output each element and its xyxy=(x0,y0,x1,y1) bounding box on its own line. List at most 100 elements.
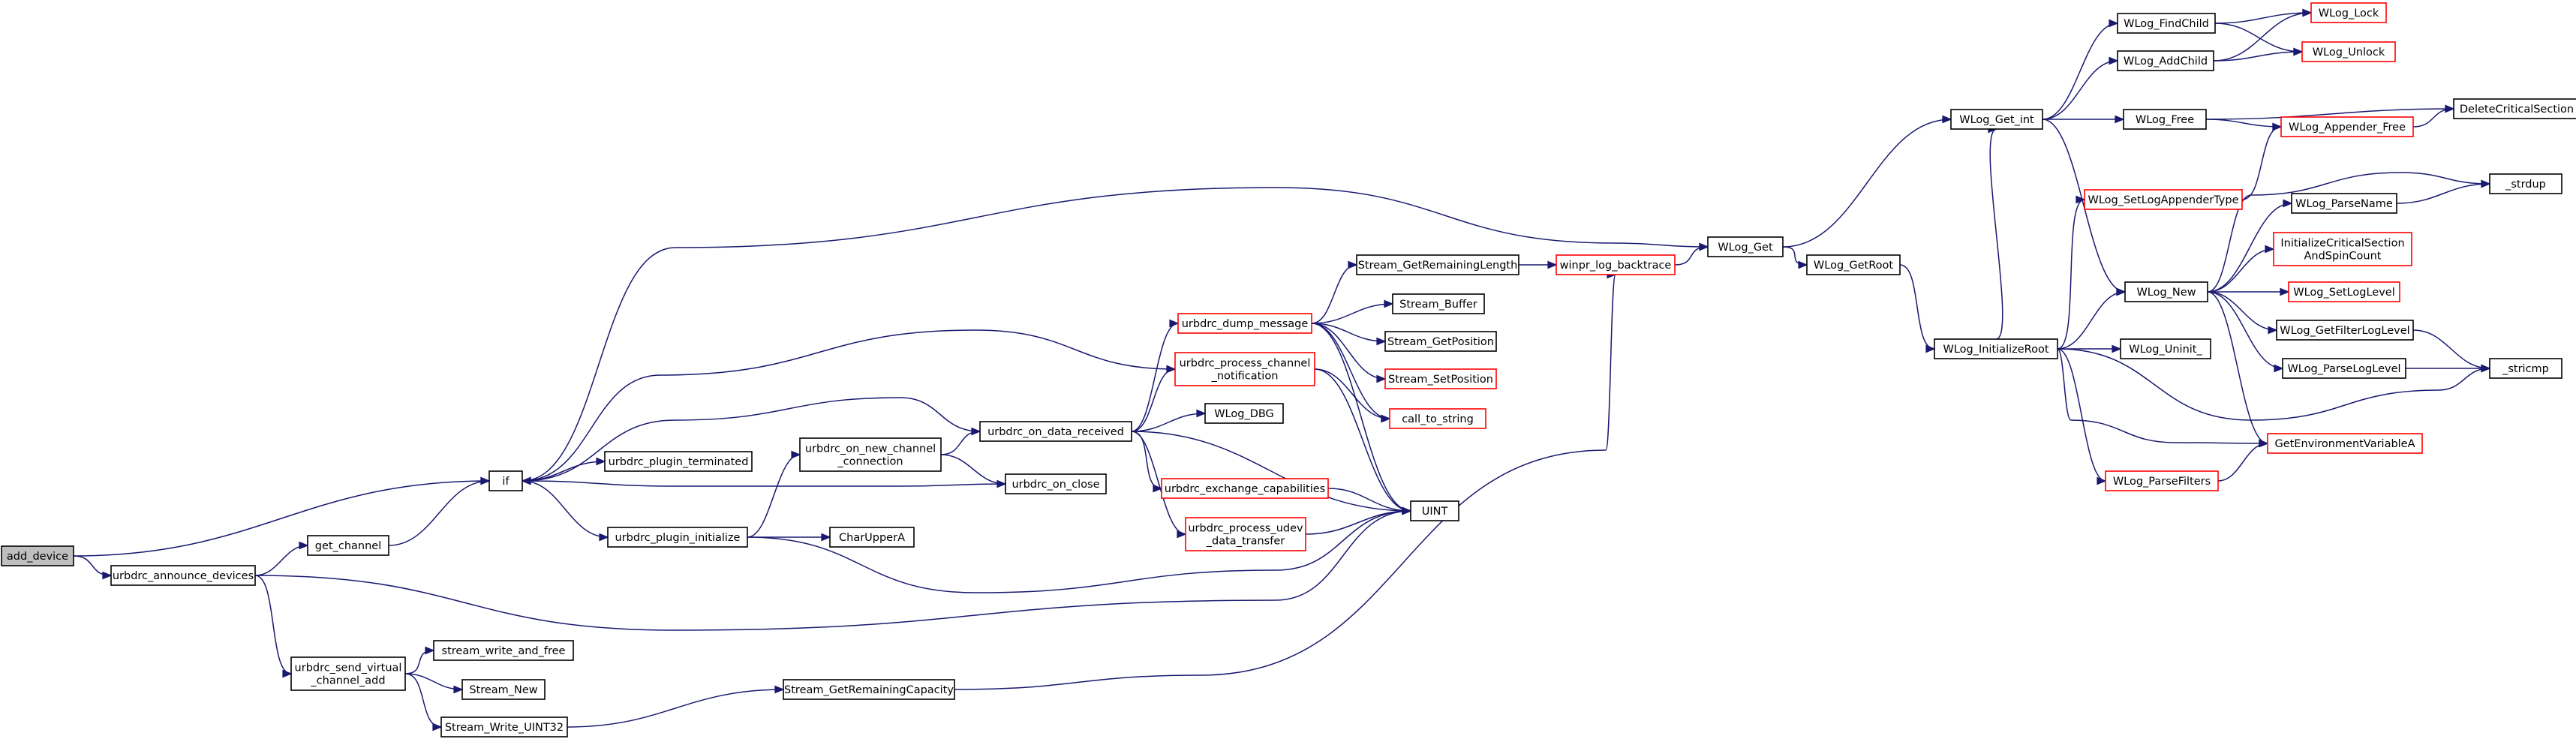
edge-urbdrc-on-data-received-to-urbdrc-dump-message xyxy=(1131,319,1180,432)
node-label: urbdrc_plugin_initialize xyxy=(615,532,741,544)
node-wlog-new[interactable]: WLog_New xyxy=(2124,281,2208,302)
node-char-upper-a[interactable]: CharUpperA xyxy=(829,527,915,548)
node-wlog-get-root[interactable]: WLog_GetRoot xyxy=(1806,254,1901,275)
edge-urbdrc-on-data-received-to-wlog-dbg xyxy=(1131,409,1207,432)
node-urbdrc-send-virtual-channel-add[interactable]: urbdrc_send_virtual_channel_add xyxy=(290,656,406,691)
node-label: Stream_Buffer xyxy=(1399,299,1477,311)
node-stream-buffer[interactable]: Stream_Buffer xyxy=(1392,293,1485,314)
node-stream-get-remaining-length[interactable]: Stream_GetRemainingLength xyxy=(1356,254,1519,275)
node-uint[interactable]: UINT xyxy=(1410,500,1459,521)
node-label: WLog_DBG xyxy=(1214,408,1274,420)
node-box xyxy=(2267,433,2423,454)
edge-wlog-get-to-wlog-get-root xyxy=(1782,246,1808,269)
node-stream-write-and-free[interactable]: stream_write_and_free xyxy=(433,640,574,661)
node-label: UINT xyxy=(1422,506,1448,518)
node-wlog-free[interactable]: WLog_Free xyxy=(2123,109,2207,130)
node-stream-get-remaining-capacity[interactable]: Stream_GetRemainingCapacity xyxy=(783,679,955,700)
node-stricmp[interactable]: _stricmp xyxy=(2489,358,2562,379)
node-wlog-parse-log-level[interactable]: WLog_ParseLogLevel xyxy=(2282,358,2406,379)
edge-urbdrc-on-data-received-to-urbdrc-process-channel-notification xyxy=(1131,365,1177,432)
node-label: _strdup xyxy=(2505,179,2546,191)
node-wlog-get[interactable]: WLog_Get xyxy=(1707,236,1784,257)
node-box xyxy=(433,640,574,661)
node-box xyxy=(2301,41,2396,62)
edge-urbdrc-send-virtual-channel-add-to-stream-new xyxy=(404,673,464,694)
node-label: urbdrc_on_new_channel xyxy=(805,443,936,455)
node-box xyxy=(2282,358,2406,379)
node-box xyxy=(2489,358,2562,379)
node-stream-get-position[interactable]: Stream_GetPosition xyxy=(1384,331,1497,352)
node-wlog-unlock[interactable]: WLog_Unlock xyxy=(2301,41,2396,62)
node-wlog-appender-free[interactable]: WLog_Appender_Free xyxy=(2280,116,2414,137)
node-wlog-add-child[interactable]: WLog_AddChild xyxy=(2117,50,2214,71)
node-label: _notification xyxy=(1211,371,1279,383)
node-urbdrc-announce-devices[interactable]: urbdrc_announce_devices xyxy=(110,565,256,586)
edge-stream-get-remaining-length-to-winpr-log-backtrace xyxy=(1519,260,1558,269)
edge-wlog-get-int-to-wlog-free xyxy=(2042,115,2125,124)
node-label: WLog_Get xyxy=(1718,242,1773,254)
node-label: WLog_GetRoot xyxy=(1814,260,1893,272)
node-call-to-string[interactable]: call_to_string xyxy=(1389,408,1486,429)
edge-wlog-new-to-wlog-parse-log-level xyxy=(2207,291,2284,373)
edge-urbdrc-dump-message-to-uint xyxy=(1311,323,1412,515)
edge-urbdrc-process-udev-data-transfer-to-uint xyxy=(1305,506,1412,535)
node-winpr-log-backtrace[interactable]: winpr_log_backtrace xyxy=(1556,254,1676,275)
node-get-channel[interactable]: get_channel xyxy=(307,535,389,556)
node-strdup[interactable]: _strdup xyxy=(2489,173,2562,194)
node-urbdrc-process-udev-data-transfer[interactable]: urbdrc_process_udev_data_transfer xyxy=(1185,517,1306,551)
edge-winpr-log-backtrace-to-wlog-get xyxy=(1674,242,1709,266)
node-label: WLog_Unlock xyxy=(2313,47,2385,59)
node-urbdrc-exchange-capabilities[interactable]: urbdrc_exchange_capabilities xyxy=(1161,478,1329,499)
node-wlog-initialize-root[interactable]: WLog_InitializeRoot xyxy=(1934,338,2058,359)
node-stream-new[interactable]: Stream_New xyxy=(461,679,546,700)
node-label: CharUpperA xyxy=(839,532,905,544)
edge-urbdrc-dump-message-to-stream-get-remaining-length xyxy=(1311,260,1358,324)
edge-wlog-get-int-to-wlog-add-child xyxy=(2042,56,2119,120)
node-stream-set-position[interactable]: Stream_SetPosition xyxy=(1384,368,1497,389)
node-urbdrc-dump-message[interactable]: urbdrc_dump_message xyxy=(1177,313,1312,334)
node-label: GetEnvironmentVariableA xyxy=(2274,438,2415,450)
node-box xyxy=(1384,368,1497,389)
node-wlog-set-log-level[interactable]: WLog_SetLogLevel xyxy=(2288,281,2400,302)
node-box xyxy=(2489,173,2562,194)
node-label: WLog_Get_int xyxy=(1959,114,2034,126)
node-urbdrc-process-channel-notification[interactable]: urbdrc_process_channel_notification xyxy=(1174,352,1315,386)
edge-urbdrc-announce-devices-to-get-channel xyxy=(254,541,309,576)
node-urbdrc-on-data-received[interactable]: urbdrc_on_data_received xyxy=(979,421,1132,442)
node-wlog-set-log-appender-type[interactable]: WLog_SetLogAppenderType xyxy=(2084,189,2243,210)
node-wlog-lock[interactable]: WLog_Lock xyxy=(2310,2,2387,23)
node-label: WLog_Lock xyxy=(2319,8,2379,20)
edge-wlog-new-to-wlog-parse-name xyxy=(2207,199,2293,293)
node-urbdrc-on-close[interactable]: urbdrc_on_close xyxy=(1005,473,1107,494)
edge-urbdrc-on-new-channel-connection-to-urbdrc-on-close xyxy=(940,454,1007,488)
node-add-device[interactable]: add_device xyxy=(1,545,74,566)
node-urbdrc-plugin-terminated[interactable]: urbdrc_plugin_terminated xyxy=(604,451,753,472)
node-get-environment-variable-a[interactable]: GetEnvironmentVariableA xyxy=(2267,433,2423,454)
node-label: _stricmp xyxy=(2502,363,2549,375)
node-wlog-uninit-[interactable]: WLog_Uninit_ xyxy=(2120,338,2211,359)
edge-urbdrc-send-virtual-channel-add-to-stream-write-uint32 xyxy=(404,673,443,731)
node-box xyxy=(1384,331,1497,352)
node-box xyxy=(1556,254,1676,275)
node-box xyxy=(607,527,748,548)
node-wlog-get-filter-log-level[interactable]: WLog_GetFilterLogLevel xyxy=(2276,320,2414,341)
node-urbdrc-on-new-channel-connection[interactable]: urbdrc_on_new_channel_connection xyxy=(799,437,942,472)
node-if[interactable]: if xyxy=(488,470,523,491)
node-label: Stream_GetRemainingCapacity xyxy=(784,684,954,696)
node-box xyxy=(2310,2,2387,23)
edge-stream-write-uint32-to-stream-get-remaining-capacity xyxy=(567,685,785,728)
node-delete-critical-section[interactable]: DeleteCriticalSection xyxy=(2453,98,2576,119)
node-wlog-get-int[interactable]: WLog_Get_int xyxy=(1950,109,2043,130)
node-wlog-parse-filters[interactable]: WLog_ParseFilters xyxy=(2105,470,2219,491)
node-label: urbdrc_exchange_capabilities xyxy=(1165,483,1325,495)
node-stream-write-uint32[interactable]: Stream_Write_UINT32 xyxy=(440,716,568,737)
node-wlog-parse-name[interactable]: WLog_ParseName xyxy=(2291,193,2397,214)
node-label: urbdrc_process_udev xyxy=(1188,523,1303,535)
node-urbdrc-plugin-initialize[interactable]: urbdrc_plugin_initialize xyxy=(607,527,748,548)
node-wlog-dbg[interactable]: WLog_DBG xyxy=(1204,403,1284,424)
node-box xyxy=(1177,313,1312,334)
node-box xyxy=(1950,109,2043,130)
edge-wlog-initialize-root-to-wlog-new xyxy=(2057,287,2127,350)
node-wlog-find-child[interactable]: WLog_FindChild xyxy=(2117,13,2216,34)
